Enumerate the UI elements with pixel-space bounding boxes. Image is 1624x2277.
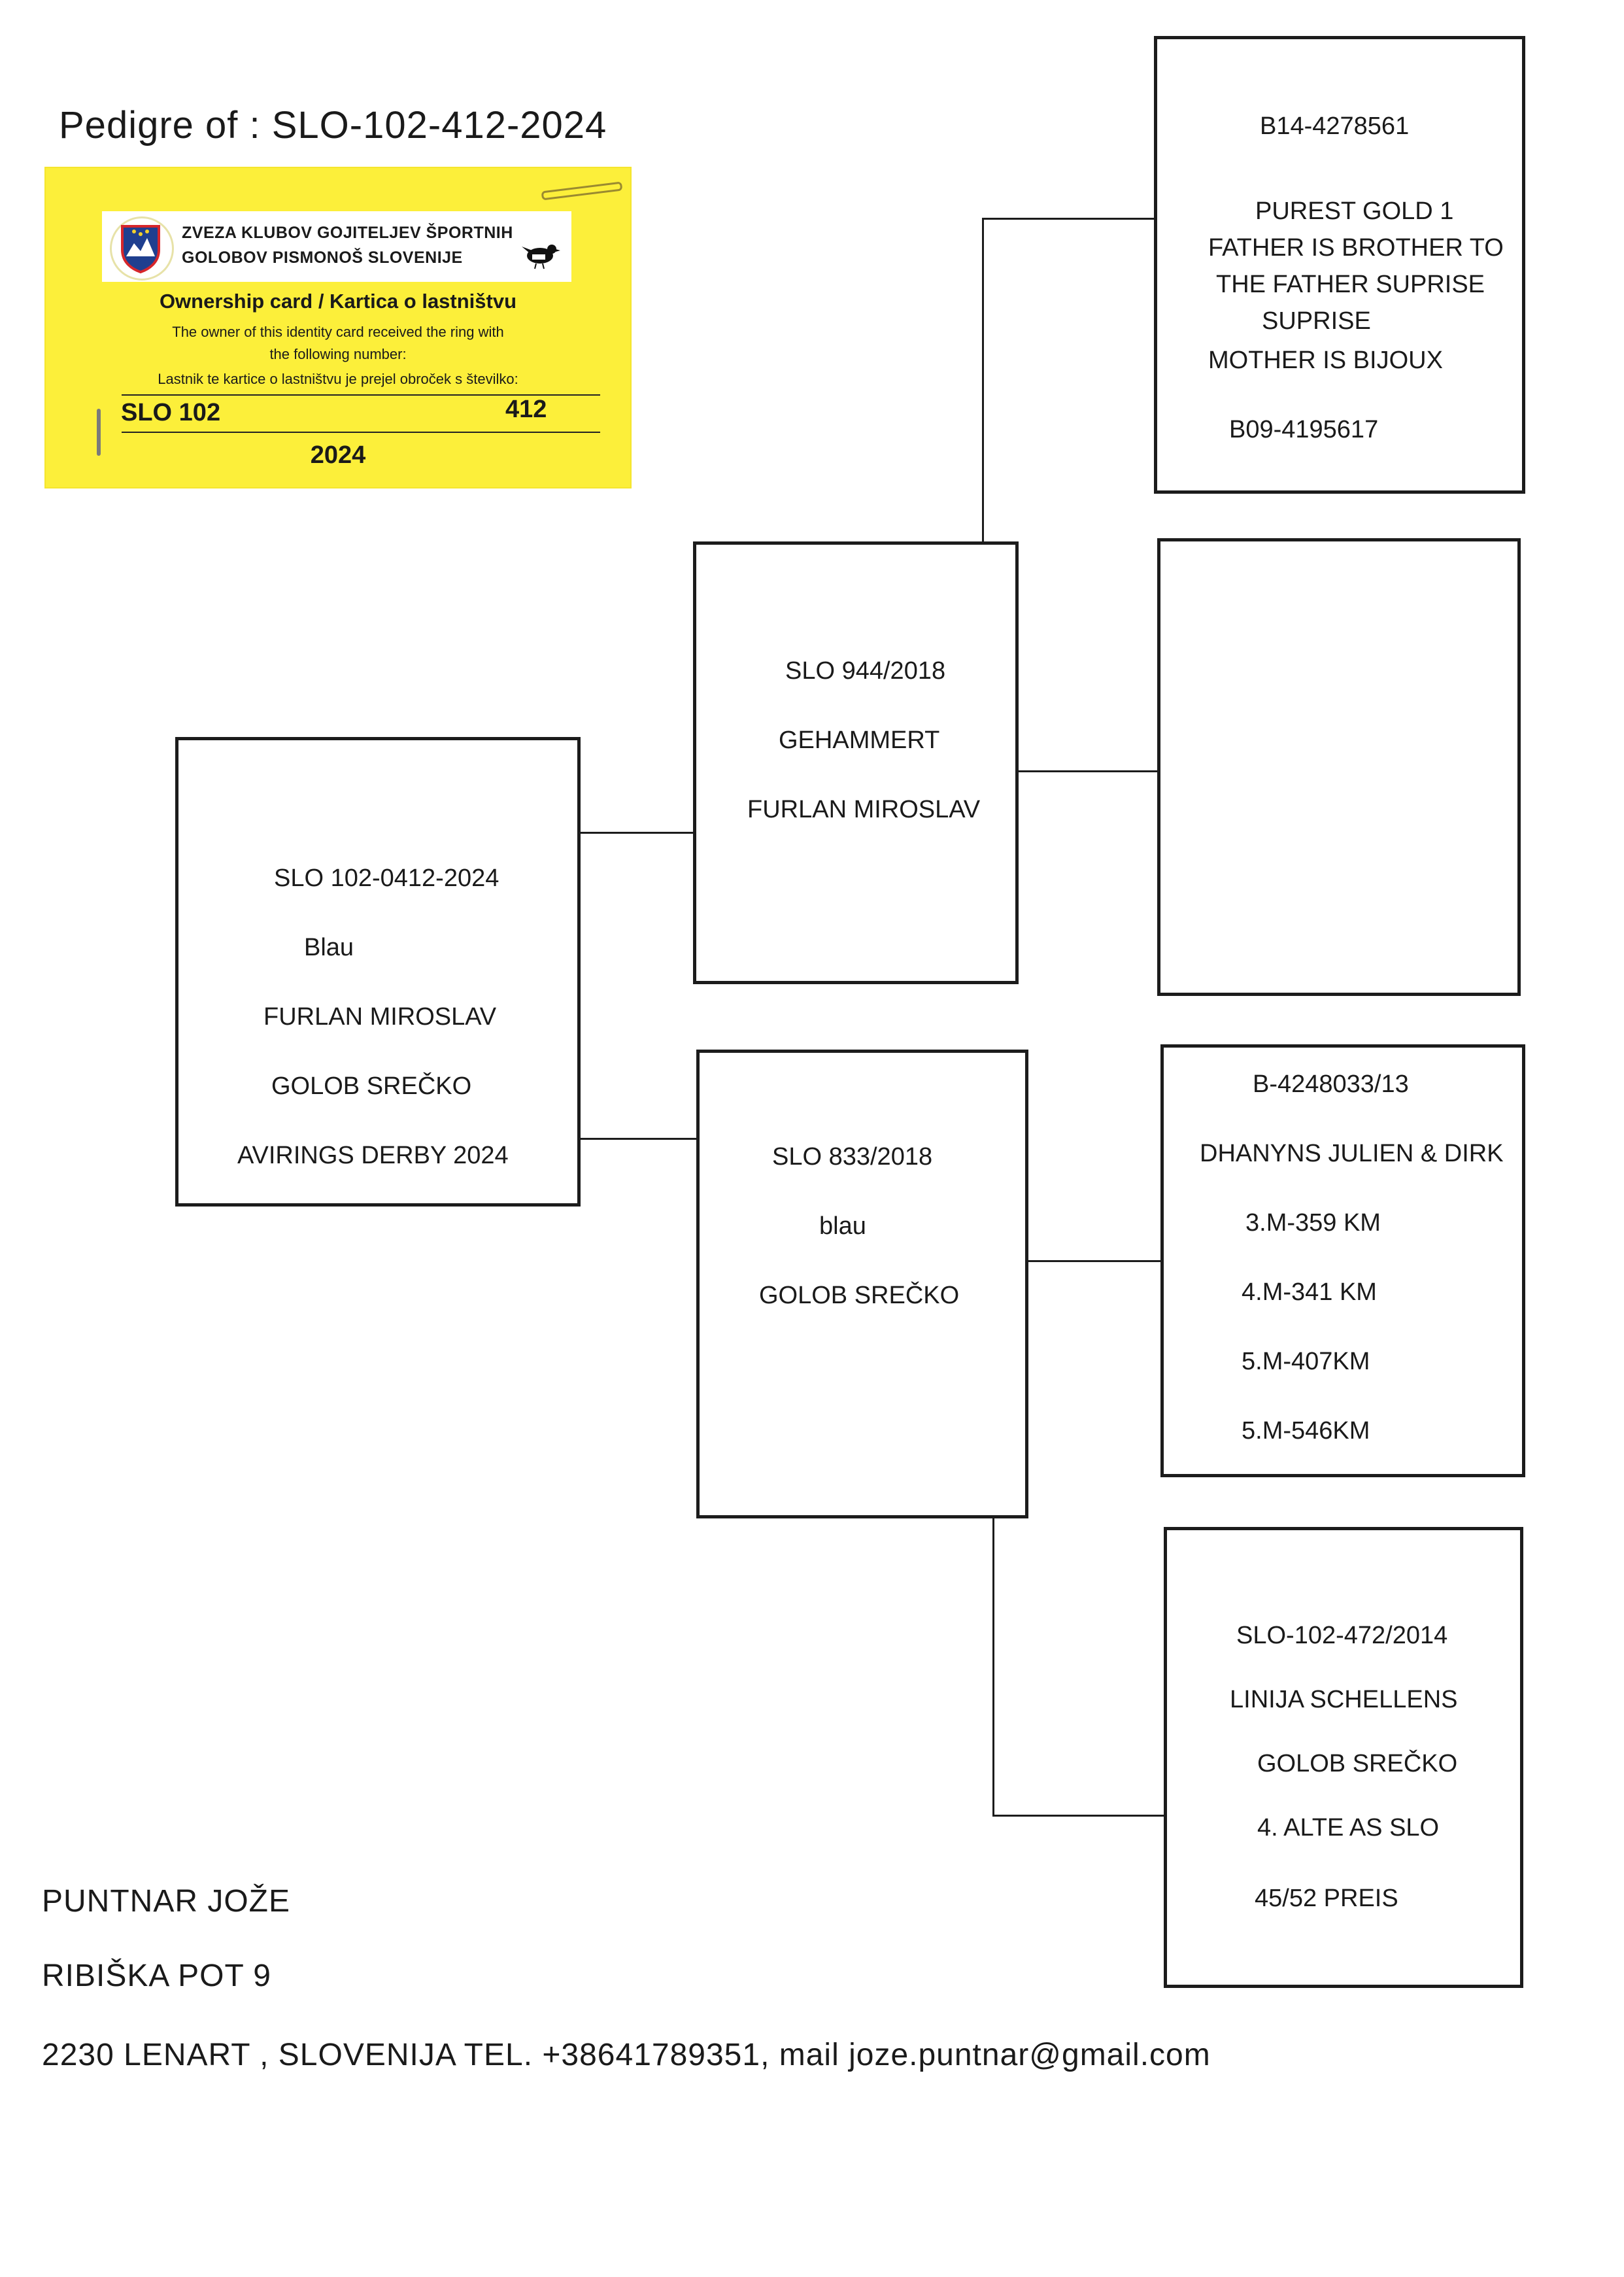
- dam-sire-ring: B-4248033/13: [1253, 1070, 1409, 1098]
- sire-sire-note-1: FATHER IS BROTHER TO: [1208, 234, 1504, 262]
- card-header: ZVEZA KLUBOV GOJITELJEV ŠPORTNIH GOLOBOV…: [102, 211, 571, 282]
- sire-sire-ring: B14-4278561: [1260, 112, 1410, 140]
- ring-number: 412: [505, 396, 547, 423]
- sire-dam-box: [1157, 538, 1521, 996]
- sire-name: GEHAMMERT: [779, 727, 940, 754]
- dam-box: SLO 833/2018 blau GOLOB SREČKO: [696, 1050, 1028, 1518]
- card-edge-mark: [97, 409, 101, 456]
- sire-sire-note-3: SUPRISE: [1262, 307, 1371, 335]
- card-text-si: Lastnik te kartice o lastništvu je preje…: [158, 371, 518, 387]
- sire-sire-box: B14-4278561 PUREST GOLD 1 FATHER IS BROT…: [1154, 36, 1525, 494]
- sire-sire-dam-ring: B09-4195617: [1229, 416, 1379, 443]
- connector-sire-dam: [1017, 770, 1159, 772]
- dam-color: blau: [819, 1212, 866, 1240]
- dam-dam-box: SLO-102-472/2014 LINIJA SCHELLENS GOLOB …: [1164, 1527, 1523, 1988]
- sire-box: SLO 944/2018 GEHAMMERT FURLAN MIROSLAV: [693, 541, 1019, 984]
- card-text-en-1: The owner of this identity card received…: [172, 324, 504, 340]
- connector-pigeon-dam: [579, 1138, 698, 1140]
- slovenia-emblem-icon: [110, 216, 174, 281]
- connector-pigeon-sire: [579, 832, 695, 834]
- sire-sire-note-4: MOTHER IS BIJOUX: [1208, 347, 1443, 374]
- connector-sire-up: [982, 218, 984, 543]
- connector-dam-dam: [992, 1815, 1166, 1817]
- pigeon-ring: SLO 102-0412-2024: [274, 865, 499, 892]
- owner-contact: 2230 LENART , SLOVENIJA TEL. +3864178935…: [42, 2038, 1211, 2072]
- dam-owner: GOLOB SREČKO: [759, 1282, 960, 1309]
- dam-dam-result-1: 4. ALTE AS SLO: [1257, 1814, 1440, 1841]
- card-heading: Ownership card / Kartica o lastništvu: [159, 290, 517, 313]
- card-organization: ZVEZA KLUBOV GOJITELJEV ŠPORTNIH GOLOBOV…: [182, 220, 522, 270]
- pigeon-box: SLO 102-0412-2024 Blau FURLAN MIROSLAV G…: [175, 737, 581, 1207]
- dam-sire-result-3: 5.M-407KM: [1242, 1348, 1370, 1375]
- pigeon-logo-icon: [520, 237, 561, 273]
- dam-ring: SLO 833/2018: [772, 1143, 933, 1171]
- sire-sire-note-2: THE FATHER SUPRISE: [1216, 271, 1485, 298]
- dam-sire-breeder: DHANYNS JULIEN & DIRK: [1200, 1140, 1504, 1167]
- connector-dam-down: [992, 1515, 994, 1816]
- dam-sire-box: B-4248033/13 DHANYNS JULIEN & DIRK 3.M-3…: [1160, 1044, 1525, 1477]
- ring-prefix: SLO 102: [121, 399, 221, 426]
- staple-clip: [541, 181, 623, 201]
- connector-sire-sire: [982, 218, 1155, 220]
- sire-breeder: FURLAN MIROSLAV: [747, 796, 981, 823]
- dam-sire-result-2: 4.M-341 KM: [1242, 1278, 1377, 1306]
- dam-dam-result-2: 45/52 PREIS: [1255, 1885, 1398, 1912]
- card-org-line-2: GOLOBOV PISMONOŠ SLOVENIJE: [182, 248, 463, 267]
- ownership-card: ZVEZA KLUBOV GOJITELJEV ŠPORTNIH GOLOBOV…: [44, 167, 632, 488]
- connector-dam-sire: [1026, 1260, 1162, 1262]
- card-rule-top: [122, 394, 600, 396]
- owner-name: PUNTNAR JOŽE: [42, 1884, 291, 1919]
- pigeon-breeder: FURLAN MIROSLAV: [263, 1003, 497, 1031]
- pigeon-result: AVIRINGS DERBY 2024: [237, 1142, 509, 1169]
- ring-year: 2024: [310, 441, 366, 469]
- dam-sire-result-1: 3.M-359 KM: [1245, 1209, 1381, 1237]
- sire-sire-name: PUREST GOLD 1: [1255, 197, 1454, 225]
- sire-ring: SLO 944/2018: [785, 657, 946, 685]
- card-rule-bottom: [122, 432, 600, 433]
- dam-sire-result-4: 5.M-546KM: [1242, 1417, 1370, 1445]
- pigeon-color: Blau: [304, 934, 354, 961]
- dam-dam-owner: GOLOB SREČKO: [1257, 1750, 1458, 1777]
- dam-dam-line: LINIJA SCHELLENS: [1230, 1686, 1458, 1713]
- card-text-en-2: the following number:: [269, 346, 407, 362]
- dam-dam-ring: SLO-102-472/2014: [1236, 1622, 1448, 1649]
- page-title: Pedigre of : SLO-102-412-2024: [59, 104, 607, 146]
- pigeon-owner: GOLOB SREČKO: [271, 1072, 472, 1100]
- card-org-line-1: ZVEZA KLUBOV GOJITELJEV ŠPORTNIH: [182, 224, 513, 242]
- owner-street: RIBIŠKA POT 9: [42, 1959, 271, 1993]
